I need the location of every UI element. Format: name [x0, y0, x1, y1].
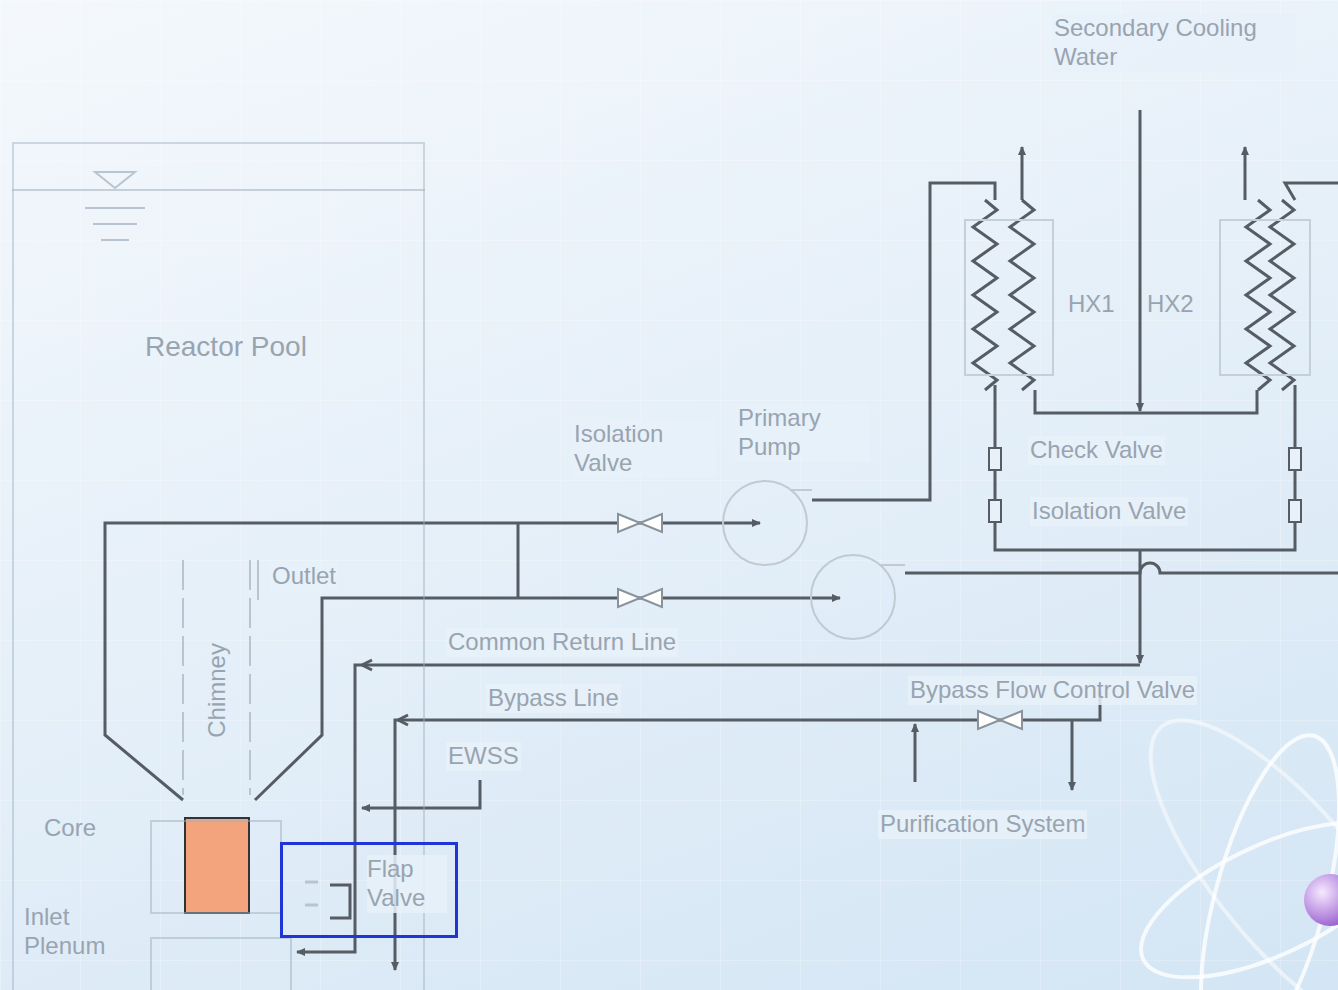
system-label: Purification System	[878, 810, 1087, 839]
flap-valve-box: Flap Valve	[280, 842, 458, 938]
reactor-pool: Reactor PoolCoreInlet Plenum	[12, 142, 425, 990]
outlet-marker	[257, 560, 259, 600]
coil-winding	[1010, 200, 1034, 390]
line-label: Bypass Line	[486, 684, 621, 713]
inlet-plenum: Inlet Plenum	[150, 937, 292, 990]
outlet-label: Outlet	[270, 562, 338, 591]
node-label: Reactor Pool	[145, 330, 375, 364]
hx2: HX2	[1220, 220, 1310, 375]
valve-label: Isolation Valve	[1030, 497, 1188, 526]
water-level-symbol	[93, 223, 137, 225]
node-label: Inlet Plenum	[24, 903, 124, 961]
core-box: Core	[150, 820, 282, 914]
chimney-label: Chimney	[203, 641, 232, 740]
node-label: Flap Valve	[367, 855, 447, 913]
coil-winding	[1246, 200, 1270, 390]
pool-rim	[12, 189, 425, 191]
hx-housing	[1220, 220, 1310, 375]
pump-label: Primary Pump	[736, 404, 870, 462]
secondary-water-label: Secondary Cooling Water	[1052, 14, 1296, 72]
valve-label: Check Valve	[1028, 436, 1165, 465]
primary-pump	[723, 481, 905, 639]
line-label: Common Return Line	[446, 628, 678, 657]
node-label: HX1	[1068, 290, 1128, 319]
piping	[105, 110, 1338, 970]
ewss-label: EWSS	[446, 742, 521, 771]
water-level-symbol	[85, 207, 145, 209]
flap-valve-symbol	[305, 882, 350, 918]
fuel-assembly	[185, 818, 249, 913]
chimney-wall	[183, 560, 250, 795]
coil-winding	[973, 200, 997, 390]
valve-label: Isolation Valve	[572, 420, 716, 478]
atom-decoration	[1108, 682, 1338, 990]
atom-nucleus	[1304, 874, 1338, 926]
heat-exchanger-coil	[965, 200, 1310, 390]
water-level-symbol	[95, 172, 135, 188]
node-label: HX2	[1147, 290, 1207, 319]
valve-label: Bypass Flow Control Valve	[908, 676, 1197, 705]
water-level-symbol	[101, 239, 129, 241]
coil-winding	[1270, 200, 1294, 390]
hx1: HX1	[965, 220, 1053, 375]
hx-housing	[965, 220, 1053, 375]
node-label: Core	[44, 814, 134, 843]
